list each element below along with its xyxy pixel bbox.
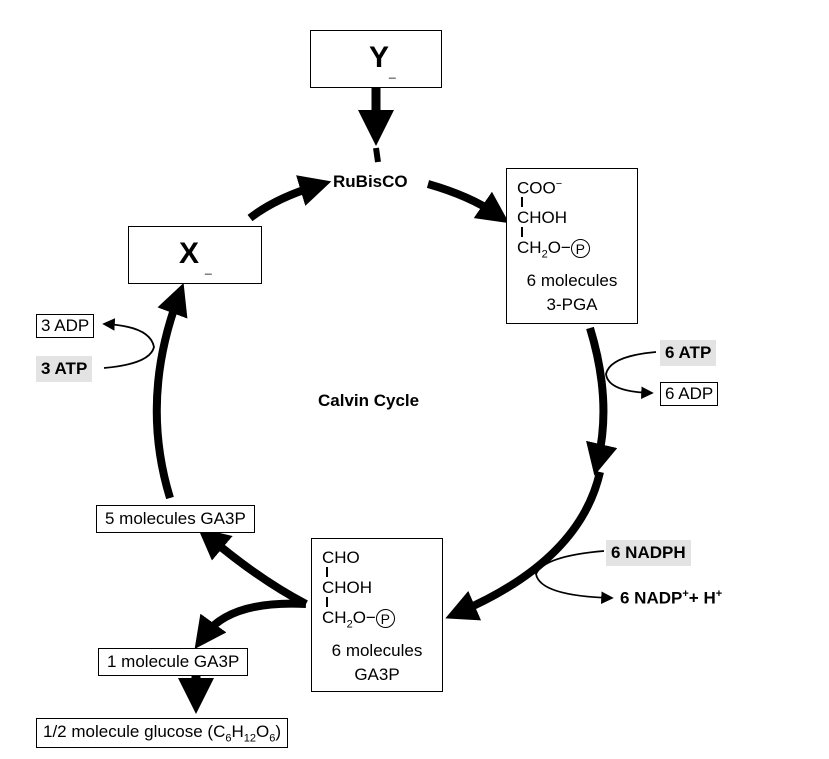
ga3p-line2: CHOH [322,578,373,597]
pga-bond2 [521,227,523,237]
pga-name: 3-PGA [546,295,598,314]
ga3p-count: 6 molecules [331,641,423,660]
pga-line2: CHOH [517,208,568,227]
pga-to-ga3p-arc-lower [445,471,604,621]
ga3p-line1: CHO [322,548,360,567]
box-y: Y _ [310,30,442,88]
glucose-label: 1/2 molecule glucose (C6H12O6) [36,718,289,749]
box-x-letter: X [179,237,200,270]
five-to-x-arrow [152,283,188,500]
atp-adp-right-arrow [605,351,657,400]
y-dash [373,147,381,163]
box-x: X _ [128,226,262,284]
rubisco-label: RuBisCO [333,172,408,191]
pga-count: 6 molecules [526,271,618,290]
five-ga3p-label: 5 molecules GA3P [96,505,255,533]
cycle-title: Calvin Cycle [318,391,420,410]
pga-bond1 [521,197,523,207]
pga-to-ga3p-arc [586,326,618,476]
adp-left-label: 3 ADP [36,314,95,338]
nadph-label: 6 NADPH [606,540,691,566]
box-y-blank: _ [389,65,396,79]
pga-line3: CH2O−P [517,239,590,260]
phosphate-icon: P [375,609,395,629]
one-ga3p-label: 1 molecule GA3P [98,648,249,676]
rubisco-to-pga-arrow [426,180,510,224]
box-y-letter: Y [369,41,390,74]
pga-line1: COO− [517,178,563,198]
ga3p-bond2 [326,597,328,607]
nadph-arrow [535,550,614,604]
ga3p-to-one-arrow [194,599,307,649]
atp-left-label: 3 ATP [36,356,93,382]
atp-adp-left-arrow [102,318,155,369]
pga-box: COO− CHOH CH2O−P 6 molecules 3-PGA [506,168,638,324]
adp-right-label: 6 ADP [660,382,719,406]
ga3p-to-five-arrow [197,527,308,608]
atp-right-label: 6 ATP [660,340,717,366]
ga3p-name: GA3P [354,665,400,684]
box-x-blank: _ [205,261,212,275]
x-to-rubisco-arrow [247,175,332,222]
phosphate-icon: P [570,239,590,259]
ga3p-box: CHO CHOH CH2O−P 6 molecules GA3P [311,538,443,692]
ga3p-line3: CH2O−P [322,609,395,630]
ga3p-bond1 [326,567,328,577]
nadp-label: 6 NADP++ H+ [620,588,723,608]
